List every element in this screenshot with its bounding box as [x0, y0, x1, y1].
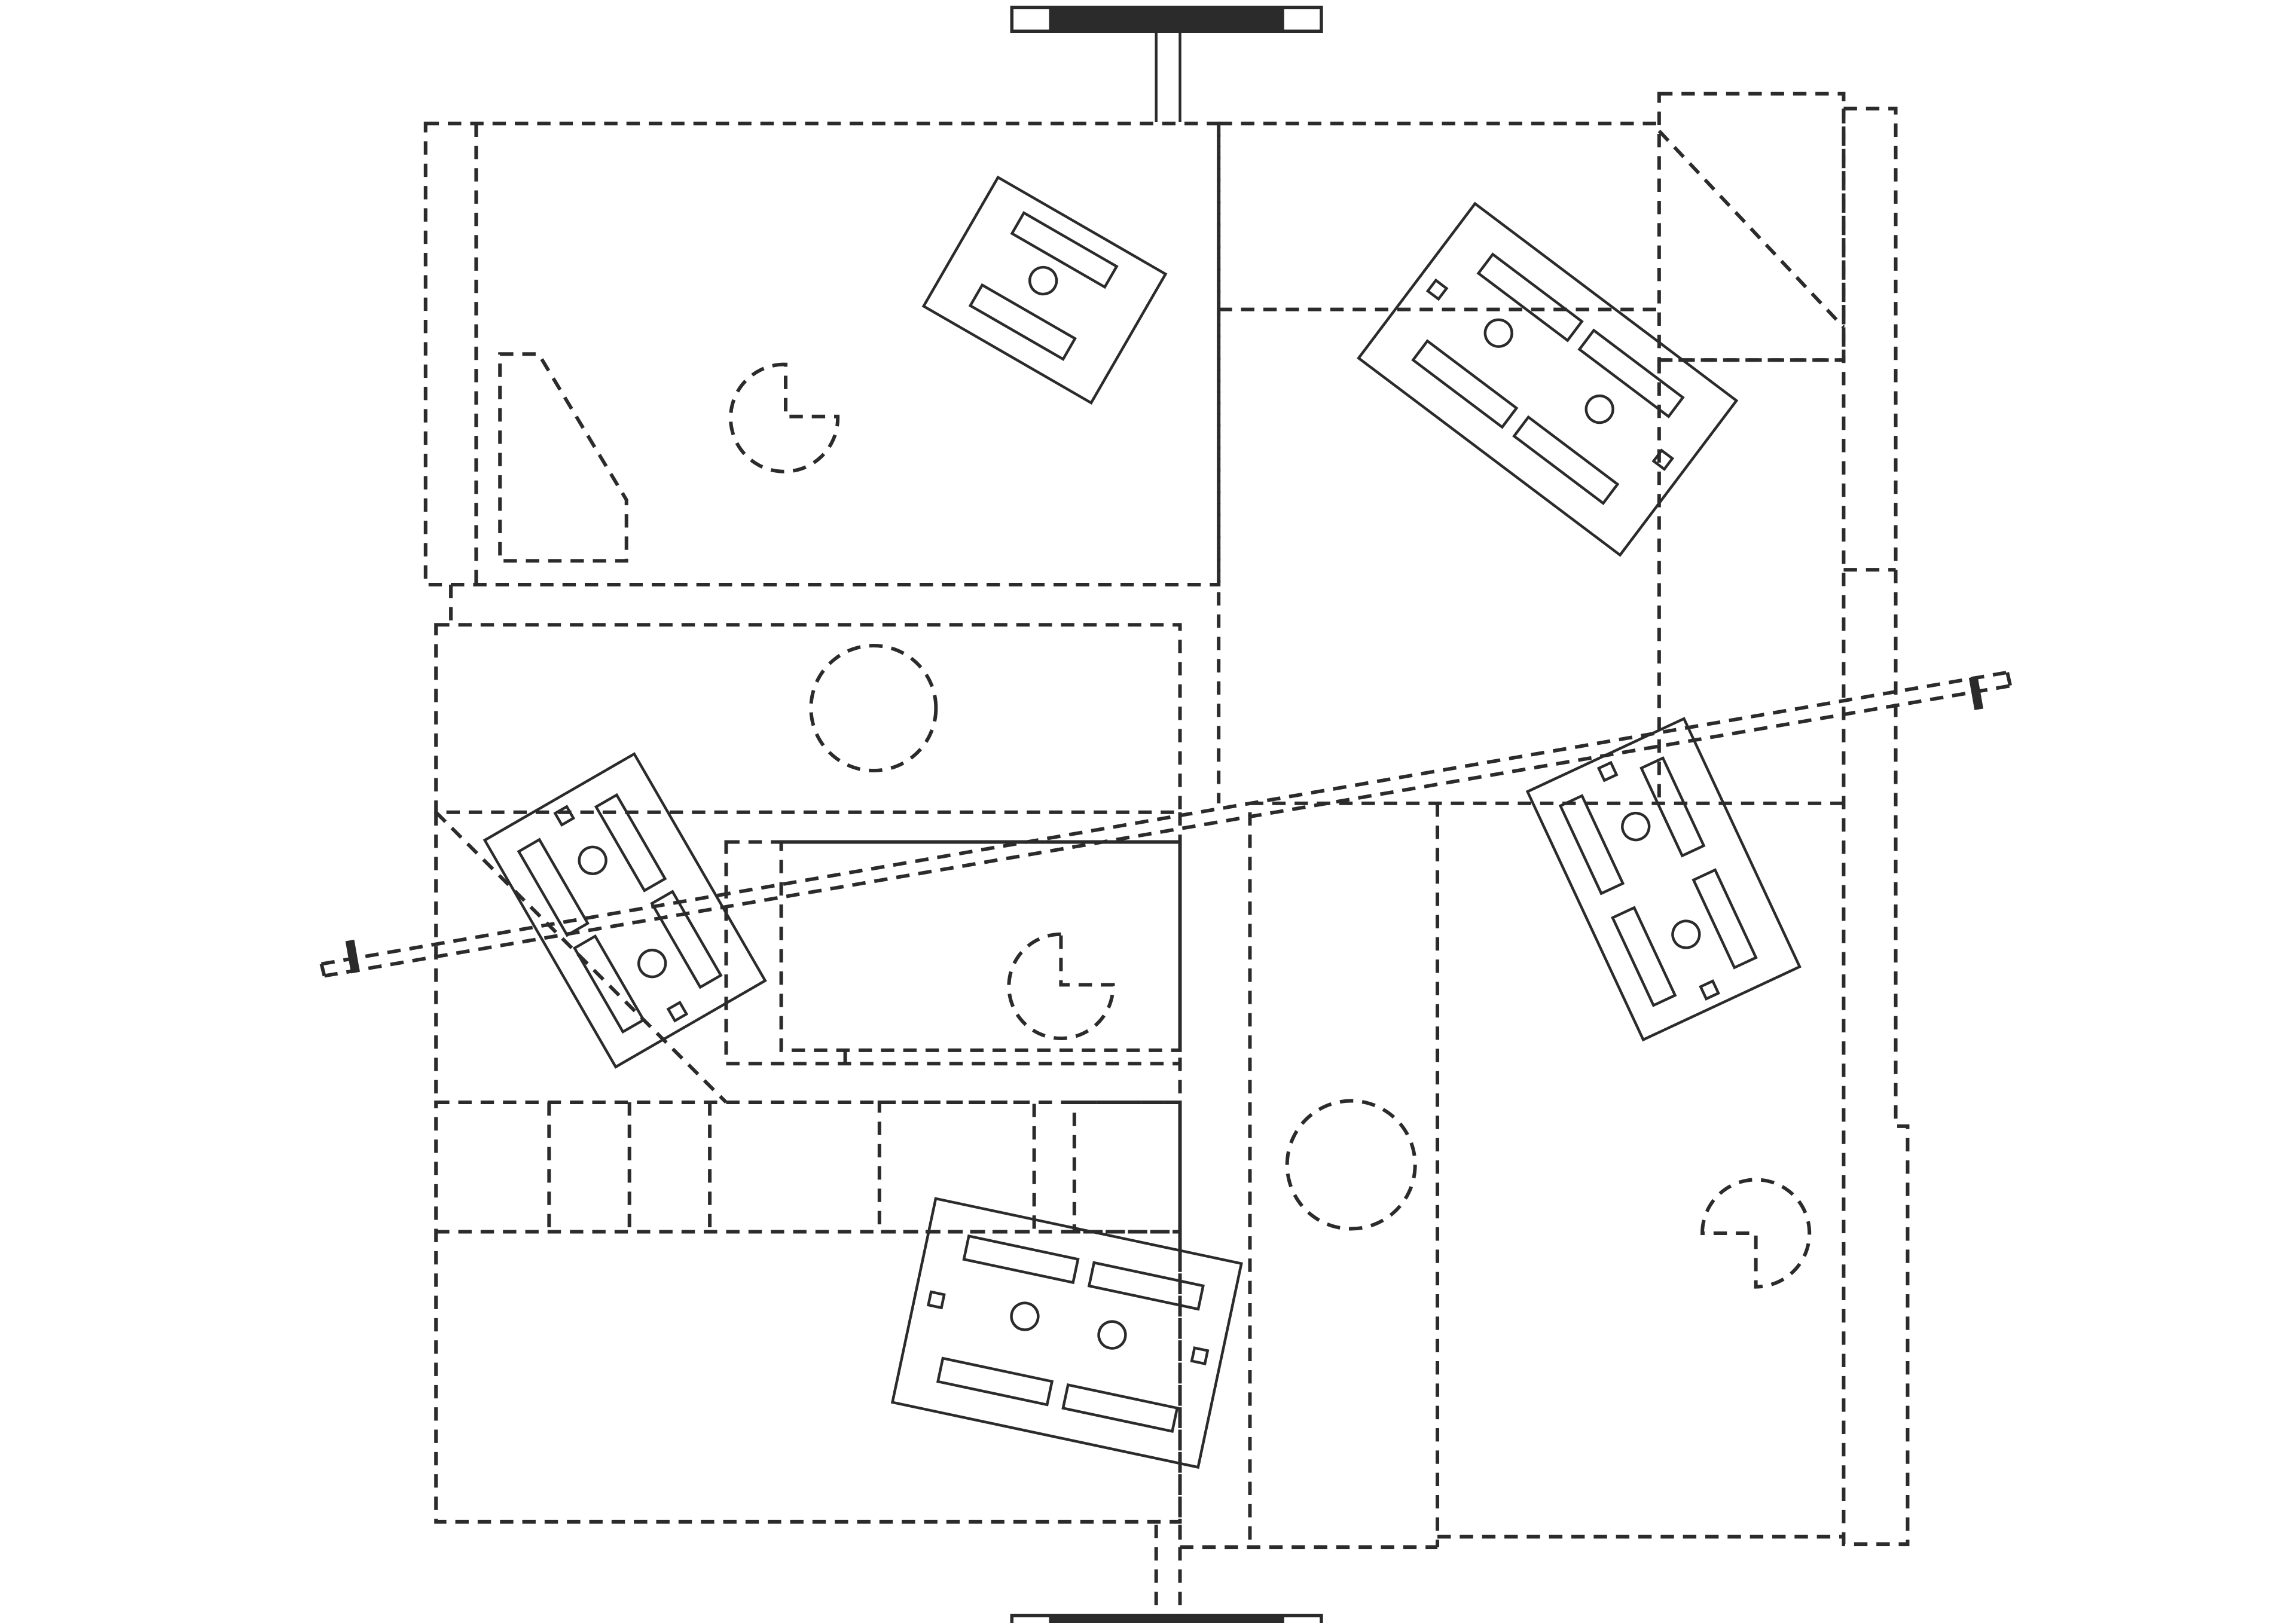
center-room: [724, 840, 1182, 1066]
desk-cluster-left: [483, 752, 767, 1069]
diagonal-beam: [319, 670, 2013, 978]
lower-right-room: [1436, 803, 1844, 1548]
upper-right-room: [1217, 121, 1659, 803]
upper-left-room: [423, 121, 1221, 625]
desk-cluster-top: [921, 175, 1168, 405]
upper-right-corner-room: [1657, 91, 1846, 803]
top-entrance: [1010, 5, 1323, 123]
lower-center-column: [1178, 801, 1844, 1549]
desk-cluster-upper-right: [1357, 201, 1739, 557]
lower-left-room: [434, 1101, 1182, 1524]
desk-cluster-bottom: [890, 1197, 1243, 1469]
right-wall-strip: [1842, 106, 1910, 1546]
bottom-entrance: [1010, 1524, 1323, 1623]
desk-cluster-right: [1525, 717, 1802, 1042]
middle-left-room: [434, 623, 1182, 1104]
